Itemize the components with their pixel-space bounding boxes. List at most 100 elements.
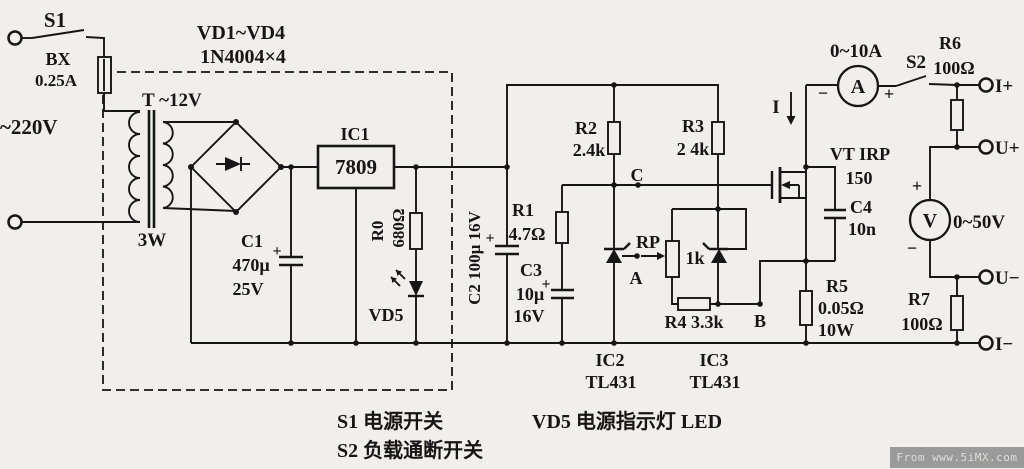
label-ic1: IC1 <box>340 124 369 144</box>
label-ammeter-range: 0~10A <box>830 41 882 62</box>
label-transformer-power: 3W <box>138 230 167 251</box>
label-c4: C4 <box>850 197 872 217</box>
ic2-tl431-triangle <box>606 249 622 263</box>
transformer-core <box>147 110 156 228</box>
voltmeter-symbol: V <box>923 210 938 232</box>
label-c2-plus: + <box>485 230 494 247</box>
label-r0-value: 680Ω <box>389 208 408 247</box>
r4-resistor <box>677 297 711 311</box>
r2-resistor <box>607 121 621 155</box>
label-ic2-part: TL431 <box>585 372 636 392</box>
label-c3-voltage: 16V <box>514 306 545 326</box>
s1-switch-blade <box>31 29 85 39</box>
wire <box>103 93 140 112</box>
label-rp-value: 1k <box>685 248 704 268</box>
transformer-secondary-coil <box>162 121 174 209</box>
wire <box>928 83 979 86</box>
label-terminal-i-minus: I− <box>995 334 1013 355</box>
label-terminal-u-minus: U− <box>995 268 1020 289</box>
psu-dashed-box <box>102 71 453 391</box>
wire <box>162 207 237 212</box>
label-c2: C2 100µ 16V <box>465 210 484 305</box>
label-fuse: BX <box>45 49 70 69</box>
label-node-b: B <box>754 311 766 331</box>
watermark-text: From www.5iMX.com <box>896 451 1018 464</box>
label-ic2: IC2 <box>595 350 624 370</box>
label-r5-value: 0.05Ω <box>818 298 864 318</box>
label-bridge-name: VD1~VD4 <box>197 22 285 44</box>
label-r3: R3 <box>682 116 704 136</box>
bridge-rectifier <box>189 120 283 214</box>
label-vt: VT IRP <box>830 144 890 164</box>
caption-s1: S1 电源开关 <box>337 409 443 433</box>
label-r2: R2 <box>575 118 597 138</box>
s2-switch-blade <box>895 75 927 87</box>
ammeter-body <box>836 64 880 108</box>
label-rp: RP <box>636 232 660 252</box>
label-r1-value: 4.7Ω <box>509 224 546 244</box>
wire <box>710 260 835 305</box>
label-ic1-part: 7809 <box>335 155 377 179</box>
label-c3: C3 <box>520 260 542 280</box>
wire <box>806 166 836 261</box>
label-terminal-u-plus: U+ <box>995 138 1020 159</box>
label-r7: R7 <box>908 289 930 309</box>
label-terminal-i-plus: I+ <box>995 76 1013 97</box>
ic3-tl431-triangle <box>711 249 727 263</box>
voltmeter-plus-sign: + <box>912 176 922 196</box>
label-c1: C1 <box>241 231 263 251</box>
c3-capacitor-plates <box>551 288 574 300</box>
label-c1-plus: + <box>272 243 281 260</box>
label-c3-plus: + <box>541 276 550 293</box>
caption-vd5: VD5 电源指示灯 LED <box>532 409 722 433</box>
c1-capacitor-plates <box>279 255 303 267</box>
transformer-primary-coil <box>128 111 141 223</box>
r5-resistor <box>799 290 813 326</box>
wires <box>22 29 979 344</box>
symbol-glyphs <box>225 116 796 296</box>
wire <box>85 36 105 57</box>
bridge-diode-triangle <box>225 157 241 171</box>
junction-dots <box>188 82 960 346</box>
r0-resistor <box>409 212 423 250</box>
label-bridge-type: 1N4004×4 <box>200 46 286 68</box>
wire <box>672 208 747 250</box>
label-c1-voltage: 25V <box>233 279 264 299</box>
label-ic3-part: TL431 <box>689 372 740 392</box>
label-ic3: IC3 <box>699 350 728 370</box>
label-node-a: A <box>630 268 643 288</box>
terminal-u-minus <box>978 269 994 285</box>
voltmeter-minus-sign: − <box>907 238 917 258</box>
rp-potentiometer <box>665 240 680 278</box>
r7-resistor <box>950 295 964 331</box>
wire <box>929 146 979 278</box>
label-r1: R1 <box>512 200 534 220</box>
label-r3-value: 2 4k <box>677 139 710 159</box>
r3-resistor <box>711 121 725 155</box>
mains-terminal-top <box>7 30 23 46</box>
current-arrowhead <box>786 116 796 125</box>
wire <box>806 84 896 87</box>
led-arrowhead <box>391 277 397 283</box>
terminal-i-plus <box>978 77 994 93</box>
ic3-cathode-bar <box>702 242 728 251</box>
ammeter-symbol: A <box>851 76 866 98</box>
label-mains: ~220V <box>0 115 58 139</box>
rp-wiper-arrowhead <box>657 252 665 260</box>
ammeter-minus-sign: − <box>818 83 828 103</box>
ammeter-plus-sign: + <box>884 84 894 104</box>
wire <box>671 209 678 305</box>
label-transformer: T ~12V <box>142 90 202 111</box>
mains-terminal-bottom <box>7 214 23 230</box>
label-vt-part: 150 <box>846 168 873 188</box>
label-r5-power: 10W <box>818 320 854 340</box>
voltmeter-body <box>908 198 952 242</box>
terminal-i-minus <box>978 335 994 351</box>
c2-capacitor-plates <box>495 244 519 256</box>
label-vd5: VD5 <box>369 305 404 325</box>
terminal-u-plus <box>978 139 994 155</box>
label-r4: R4 3.3k <box>664 312 723 332</box>
label-r5: R5 <box>826 276 848 296</box>
